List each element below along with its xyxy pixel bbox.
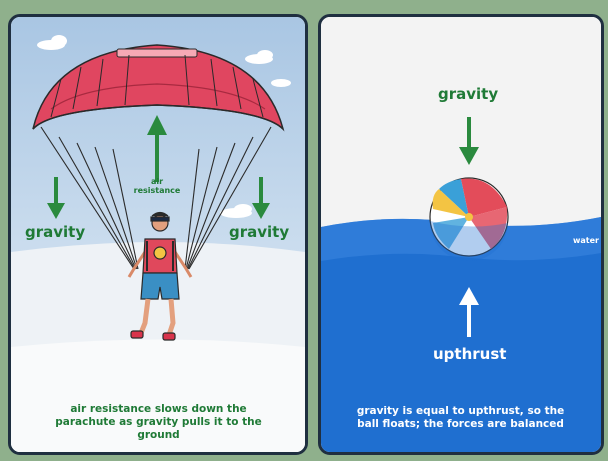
- gravity-left-label: gravity: [25, 223, 86, 241]
- air-resistance-label: air resistance: [133, 177, 181, 195]
- suspension-lines: [40, 126, 272, 270]
- arrow-up-icon: [147, 115, 167, 182]
- arrow-down-icon: [459, 117, 479, 165]
- parachute-caption: air resistance slows down the parachute …: [55, 403, 262, 441]
- cloud-icon: [271, 79, 291, 87]
- water-label: water: [573, 236, 599, 245]
- arrow-up-icon: [459, 287, 479, 337]
- beach-ball-icon: [429, 177, 509, 262]
- cloud-icon: [220, 204, 252, 218]
- beach-ball-illustration: [321, 17, 601, 452]
- cloud-icon: [245, 50, 273, 64]
- parachute-illustration: [11, 17, 305, 452]
- upthrust-label: upthrust: [433, 345, 507, 363]
- beach-ball-caption: gravity is equal to upthrust, so the bal…: [356, 405, 565, 430]
- parachute-canopy-icon: [32, 44, 285, 132]
- arrow-down-icon: [252, 177, 270, 219]
- cloud-icon: [37, 35, 67, 50]
- arrow-down-icon: [47, 177, 65, 219]
- water-background: [321, 217, 601, 452]
- gravity-right-label: gravity: [229, 223, 290, 241]
- beach-ball-card: gravity upthrust water gravity is equal …: [318, 14, 604, 455]
- parachute-card: air resistance gravity gravity air resis…: [8, 14, 308, 455]
- skydiver-figure-icon: [127, 211, 193, 341]
- gravity-label: gravity: [438, 85, 499, 103]
